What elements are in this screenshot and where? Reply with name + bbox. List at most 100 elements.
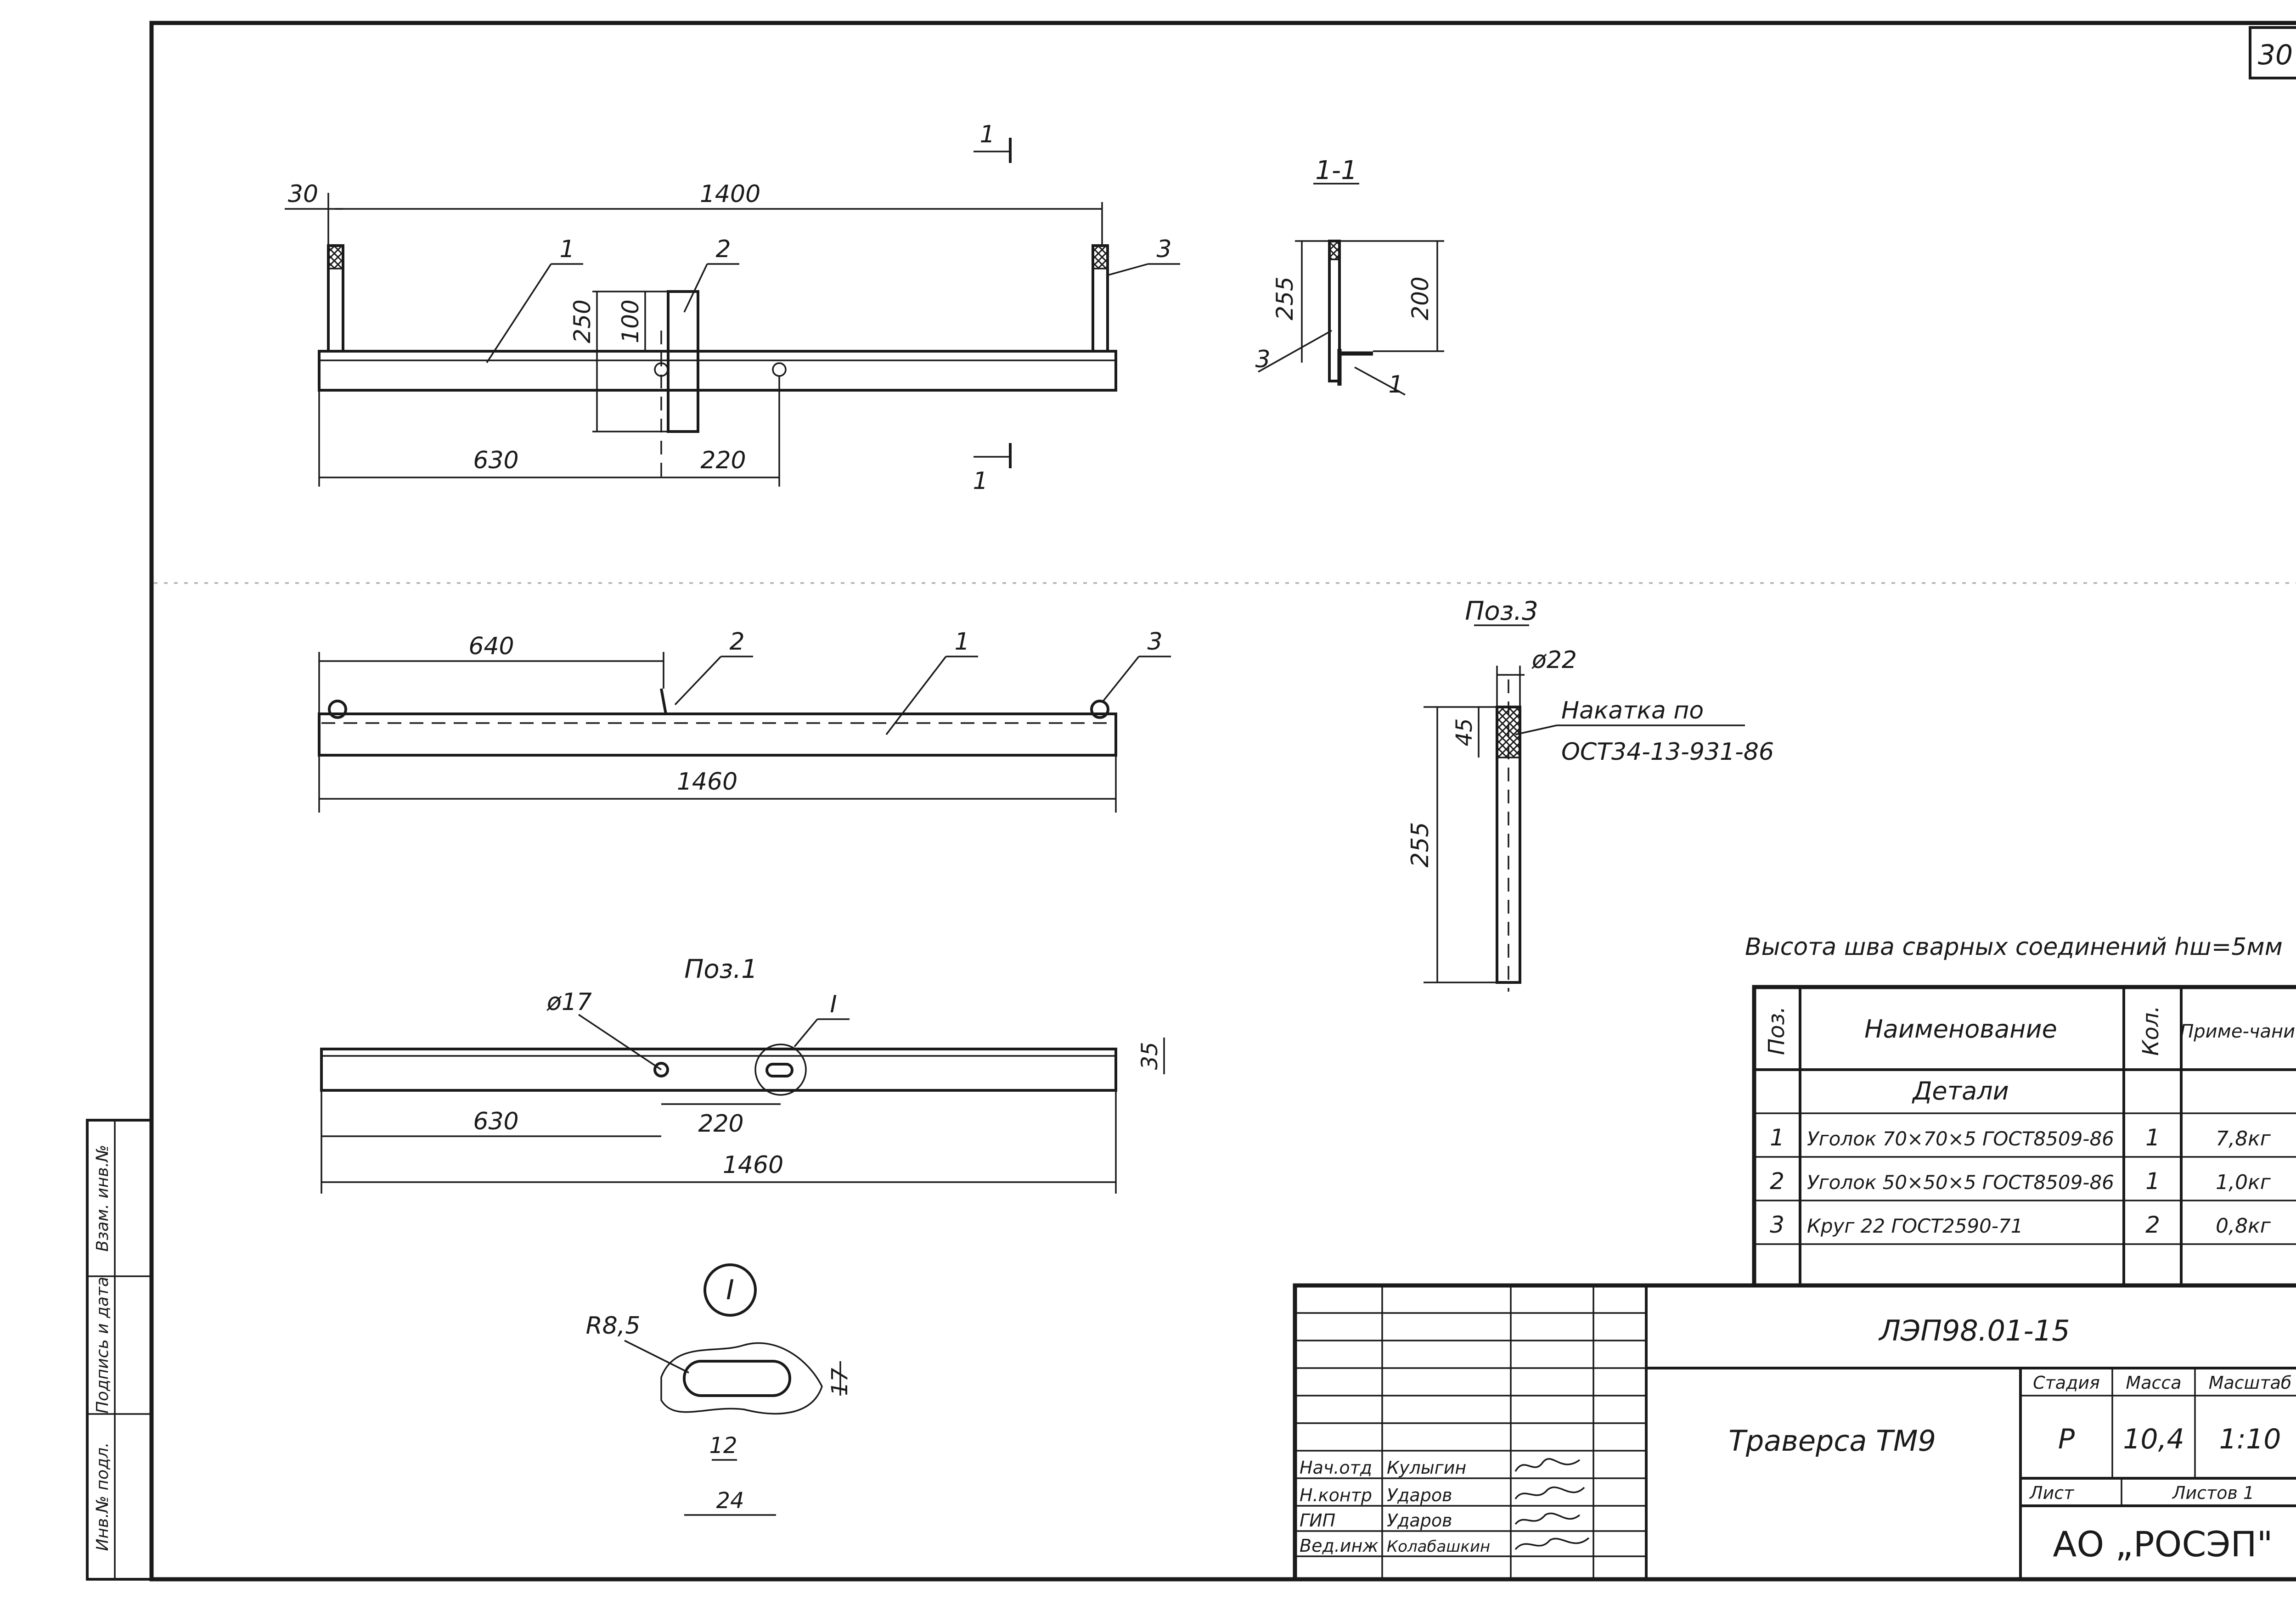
pos3-dim-255-label: 255 <box>1407 822 1434 867</box>
top-view-plate <box>667 290 699 433</box>
leader-3-label: 3 <box>1156 236 1171 263</box>
front-view-rod-left <box>328 700 347 719</box>
leader-2 <box>683 264 708 313</box>
dim-30-label: 30 <box>288 180 318 208</box>
weld-note: Высота шва сварных соединений hш=5мм <box>1745 933 2283 961</box>
detail-I-callout <box>703 1263 757 1317</box>
spec-row-2-name: Уголок 50×50×5 ГОСТ8509-86 <box>1807 1171 2114 1194</box>
section-leader-1 <box>1354 366 1406 396</box>
tb-organization: АО „РОСЭП" <box>2053 1524 2273 1565</box>
front-view-rod-right <box>1090 700 1109 719</box>
spec-row-1-qty: 1 <box>2145 1124 2160 1151</box>
pos3-detail: Поз.3 ø22 45 255 Накатка по ОСТ34-13-931… <box>1407 596 1774 992</box>
detail-I-break-outline <box>660 1342 823 1415</box>
spec-header-qty: Кол. <box>2138 1005 2164 1055</box>
pos1-hole-label: ø17 <box>546 988 592 1016</box>
front-view-plate <box>660 688 684 715</box>
pos3-note-line2: ОСТ34-13-931-86 <box>1561 738 1774 766</box>
spec-row-2-note: 1,0кг <box>2216 1171 2271 1194</box>
leader-1-label: 1 <box>559 236 574 263</box>
dim-100-label: 100 <box>617 299 644 343</box>
section-1-1-title: 1-1 <box>1315 156 1357 185</box>
side-stamp-inv: Инв.№ подл. <box>93 1442 112 1551</box>
spec-row-1-pos: 1 <box>1770 1124 1784 1151</box>
top-view-beam <box>318 350 1117 392</box>
tb-signer-2-name: Ударов <box>1387 1485 1452 1505</box>
top-view: 30 1400 630 220 250 100 1 2 3 1 1 <box>285 121 1180 495</box>
section-leader-3-label: 3 <box>1255 346 1270 373</box>
pos1-detail-mark: I <box>830 991 837 1018</box>
pos1-hole-leader <box>578 1014 662 1071</box>
spec-header-pos: Поз. <box>1764 1006 1790 1055</box>
section-rod-knurl <box>1328 240 1340 260</box>
detail-I-callout-label: I <box>726 1274 734 1306</box>
tb-mass-value: 10,4 <box>2123 1423 2184 1455</box>
tb-signature-4 <box>1514 1537 1590 1550</box>
detail-I-dim-12-label: 12 <box>709 1433 737 1459</box>
pos1-detail-leader <box>793 1018 818 1048</box>
tb-stage-value: Р <box>2058 1423 2075 1455</box>
tb-scale-label: Масштаб <box>2209 1373 2292 1393</box>
tb-signer-1-name: Кулыгин <box>1387 1458 1466 1478</box>
detail-I-radius-label: R8,5 <box>586 1312 641 1340</box>
pos1-detail: Поз.1 ø17 I 35 630 220 1460 <box>320 954 1165 1194</box>
top-view-left-knurl <box>327 245 344 269</box>
leader-2-label: 2 <box>715 236 731 263</box>
tb-signer-1-role: Нач.отд <box>1300 1458 1372 1478</box>
side-stamp: Инв.№ подл. Подпись и дата Взам. инв.№ <box>86 1119 153 1581</box>
tb-mass-label: Масса <box>2126 1373 2181 1393</box>
front-leader-1 <box>885 656 947 735</box>
pos1-dim-630-label: 630 <box>473 1108 518 1135</box>
cut-mark-top-label: 1 <box>979 121 995 148</box>
dim-200-label: 200 <box>1407 276 1434 320</box>
front-leader-3-label: 3 <box>1147 628 1162 656</box>
sheet-number-box <box>2249 26 2296 79</box>
pos1-hole-1 <box>653 1062 669 1077</box>
tb-signer-4-name: Колабашкин <box>1387 1537 1490 1556</box>
pos3-note-leader <box>1515 724 1557 735</box>
spec-row-3-name: Круг 22 ГОСТ2590-71 <box>1807 1215 2023 1237</box>
spec-row-2-pos: 2 <box>1770 1168 1784 1195</box>
section-leader-1-label: 1 <box>1388 371 1403 398</box>
spec-row-3-note: 0,8кг <box>2216 1214 2271 1238</box>
spec-row-1-name: Уголок 70×70×5 ГОСТ8509-86 <box>1807 1128 2114 1150</box>
section-1-1: 1-1 255 200 3 1 <box>1255 156 1444 398</box>
tb-signer-3-name: Ударов <box>1387 1510 1452 1531</box>
leader-1 <box>486 264 552 363</box>
detail-I-radius-leader <box>624 1340 689 1374</box>
dim-1460-label: 1460 <box>677 768 737 796</box>
pos1-dim-35-label: 35 <box>1137 1042 1163 1070</box>
spec-row-3-qty: 2 <box>2145 1212 2160 1238</box>
pos3-title: Поз.3 <box>1465 596 1538 626</box>
spec-header-note: Приме-чание <box>2180 1021 2296 1042</box>
detail-I-slot <box>683 1360 791 1397</box>
pos1-dim-220-label: 220 <box>698 1110 743 1138</box>
detail-I-dim-24-label: 24 <box>716 1488 744 1514</box>
side-stamp-replace: Взам. инв.№ <box>93 1145 112 1252</box>
tb-signature-3 <box>1514 1512 1581 1525</box>
side-stamp-sign: Подпись и дата <box>93 1277 112 1414</box>
top-view-right-knurl <box>1092 245 1109 269</box>
pos3-dim-dia-label: ø22 <box>1531 646 1577 674</box>
side-stamp-frame <box>86 1119 153 1581</box>
pos3-note-line1: Накатка по <box>1561 697 1704 724</box>
tb-item-name: Траверса ТМ9 <box>1728 1424 1936 1458</box>
pos1-title: Поз.1 <box>684 954 758 984</box>
pos1-dim-1460-label: 1460 <box>723 1151 783 1179</box>
dim-640-label: 640 <box>468 633 514 660</box>
spec-row-1-note: 7,8кг <box>2216 1127 2271 1150</box>
dim-250-label: 250 <box>569 299 596 343</box>
pos3-dim-45-label: 45 <box>1452 718 1477 746</box>
cut-mark-bottom-label: 1 <box>973 467 988 495</box>
front-view-beam <box>318 713 1117 757</box>
leader-3 <box>1106 263 1148 276</box>
spec-row-3-pos: 3 <box>1770 1212 1784 1238</box>
tb-signer-2-role: Н.контр <box>1300 1485 1372 1505</box>
front-leader-2 <box>674 656 722 706</box>
front-view: 640 1460 2 1 3 <box>318 628 1171 813</box>
tb-sheet-label: Лист <box>2029 1483 2075 1503</box>
dim-630-label: 630 <box>473 447 518 474</box>
section-leader-3 <box>1258 330 1332 373</box>
